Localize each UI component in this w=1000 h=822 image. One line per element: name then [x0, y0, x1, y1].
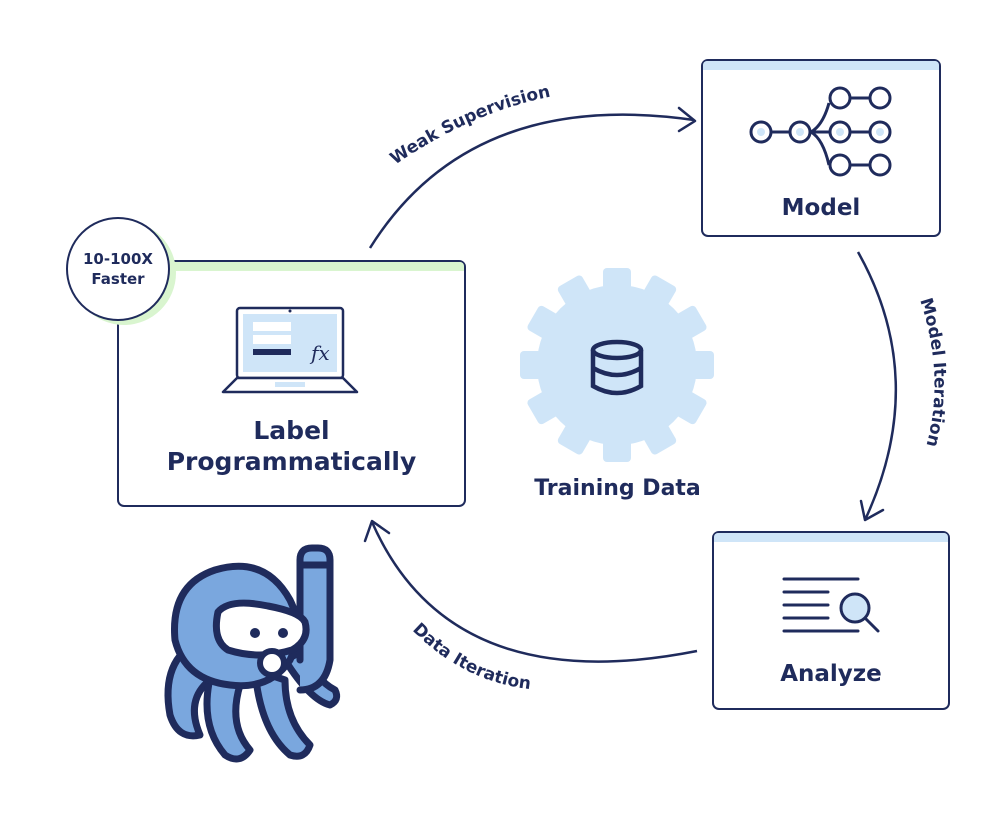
laptop-icon: fx [221, 306, 359, 394]
neural-network-icon [749, 86, 892, 177]
card-top-band [119, 262, 464, 271]
database-icon [590, 339, 644, 396]
model-title: Model [781, 195, 861, 221]
card-top-band [703, 61, 939, 70]
badge-line-1: 10-100X [83, 250, 153, 268]
weak-supervision-arrow [368, 113, 695, 249]
model-iteration-arrow [856, 251, 897, 521]
fx-icon: fx [309, 341, 330, 365]
gear-icon [520, 268, 714, 462]
label-programmatically-card: fx Label Programmatically [117, 260, 466, 507]
model-iteration-arrowhead [859, 499, 885, 522]
analyze-title: Analyze [780, 661, 882, 687]
model-card: Model [701, 59, 941, 237]
card-top-band [714, 533, 948, 542]
analyze-card: Analyze [712, 531, 950, 710]
speed-badge: 10-100X Faster [66, 217, 170, 321]
label-programmatically-title: Label Programmatically [119, 415, 464, 477]
data-iteration-arrowhead [363, 519, 391, 543]
document-search-icon [782, 577, 880, 633]
weak-supervision-arrowhead [677, 106, 697, 133]
data-iteration-arrow [370, 521, 698, 663]
title-line-1: Label [253, 416, 330, 445]
badge-line-2: Faster [91, 270, 145, 288]
title-line-2: Programmatically [166, 447, 417, 476]
training-data-label: Training Data [534, 476, 701, 501]
